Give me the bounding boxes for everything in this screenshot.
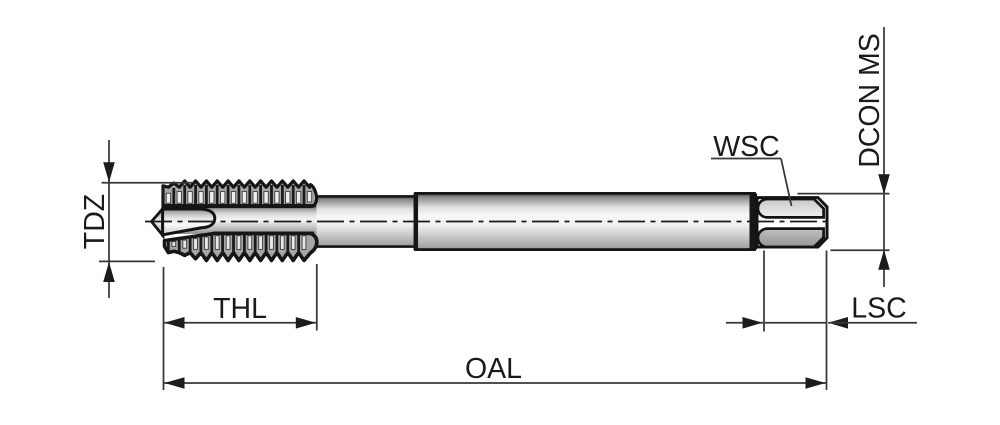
- svg-text:THL: THL: [213, 293, 267, 325]
- svg-text:DCON MS: DCON MS: [854, 33, 886, 168]
- svg-text:LSC: LSC: [851, 293, 906, 325]
- svg-text:OAL: OAL: [465, 353, 522, 385]
- svg-text:TDZ: TDZ: [79, 194, 111, 249]
